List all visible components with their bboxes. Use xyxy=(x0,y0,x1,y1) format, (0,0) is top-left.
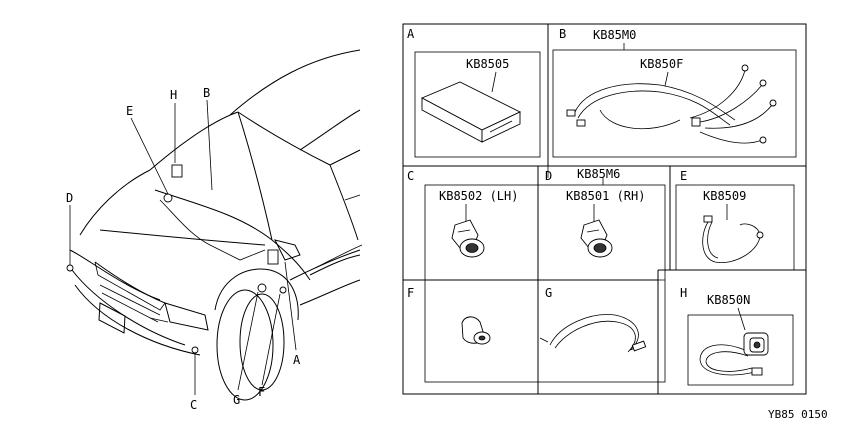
car-label-f: F xyxy=(258,385,265,399)
parts-grid xyxy=(402,23,807,395)
right-sensor-part xyxy=(580,219,613,258)
car-label-c: C xyxy=(190,398,197,412)
car-label-e: E xyxy=(126,104,133,118)
car-letter-labels: H B E D A C G F xyxy=(66,86,301,412)
panel-g-letter: G xyxy=(545,286,552,300)
panel-f-letter: F xyxy=(407,286,414,300)
panel-c-part-number: KB8502 (LH) xyxy=(439,189,518,203)
panel-e-part-number: KB8509 xyxy=(703,189,746,203)
camera-part xyxy=(699,332,769,376)
car-label-a: A xyxy=(293,353,301,367)
left-sensor-part xyxy=(451,219,485,258)
leader-lines xyxy=(69,99,297,395)
control-unit-part xyxy=(420,81,522,143)
panel-b-part-number: KB850F xyxy=(640,57,683,71)
panel-d-part-number: KB8501 (RH) xyxy=(566,189,645,203)
panel-c-letter: C xyxy=(407,169,414,183)
car-label-h: H xyxy=(170,88,177,102)
panel-b-assembly-number: KB85M0 xyxy=(593,28,636,42)
panel-e-letter: E xyxy=(680,169,687,183)
car-label-b: B xyxy=(203,86,210,100)
grommet-part xyxy=(461,316,491,345)
panel-b-letter: B xyxy=(559,27,566,41)
panel-h: H KB850N xyxy=(680,286,769,376)
extension-cable-part xyxy=(539,314,647,353)
panel-d-assembly-number: KB85M6 xyxy=(577,167,620,181)
wire-harness-part xyxy=(566,64,777,144)
panel-d-letter: D xyxy=(545,169,552,183)
panel-a: A KB8505 xyxy=(407,27,522,143)
panel-b: B KB85M0 KB850F xyxy=(559,27,777,144)
panel-a-part-number: KB8505 xyxy=(466,57,509,71)
figure-code: YB85 0150 xyxy=(768,408,828,421)
panel-a-letter: A xyxy=(407,27,415,41)
panel-g: G xyxy=(539,286,647,353)
panel-h-part-number: KB850N xyxy=(707,293,750,307)
panel-h-letter: H xyxy=(680,286,687,300)
car-illustration xyxy=(66,49,363,401)
panel-d: D KB85M6 KB8501 (RH) xyxy=(545,167,645,258)
panel-e: E KB8509 xyxy=(680,169,764,264)
sensor-cable-part xyxy=(702,215,764,264)
car-label-d: D xyxy=(66,191,73,205)
panel-f: F xyxy=(407,286,491,345)
car-label-g: G xyxy=(233,393,240,407)
panel-c: C KB8502 (LH) xyxy=(407,169,518,258)
